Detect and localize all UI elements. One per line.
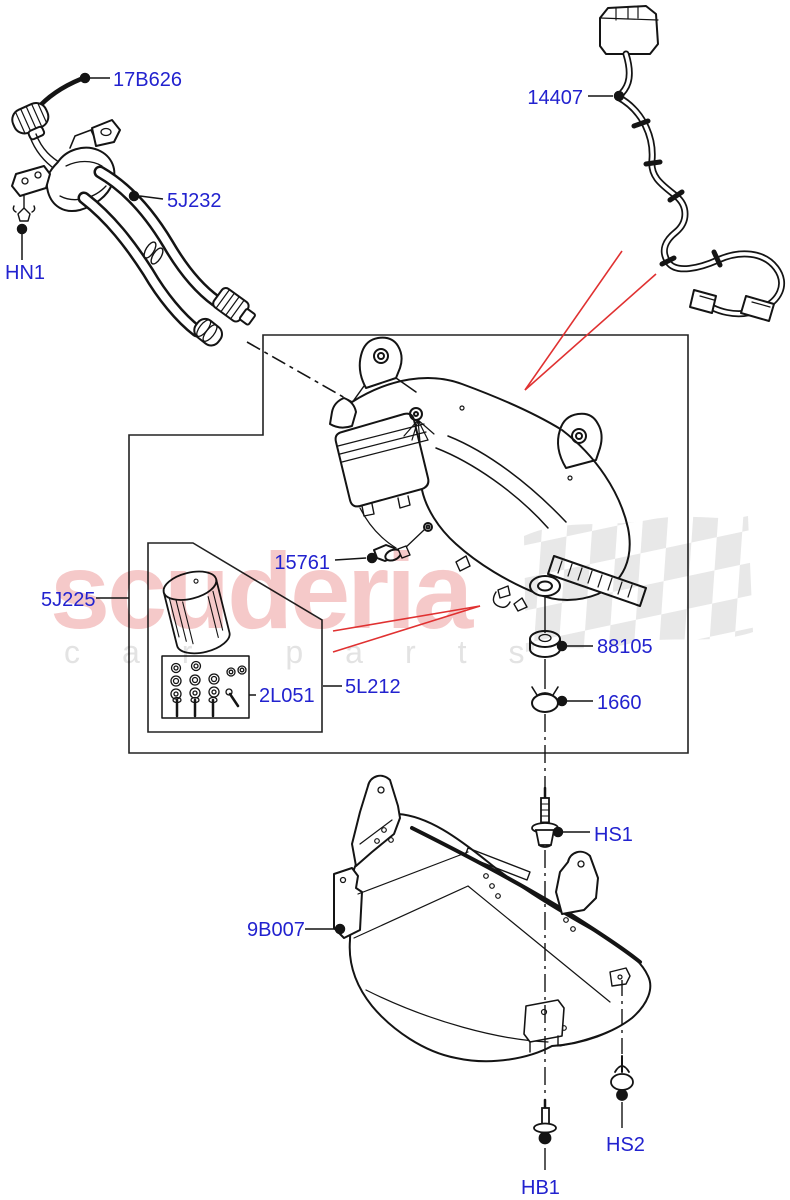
fastener-drawings	[531, 786, 634, 1145]
part-label-hn1[interactable]: HN1	[5, 262, 45, 284]
pump-kit-drawing	[161, 570, 250, 719]
pump-kit-box	[147, 542, 323, 733]
part-label-15761[interactable]: 15761	[274, 552, 330, 574]
filler-pipe-drawing	[11, 76, 256, 347]
part-label-hs1[interactable]: HS1	[594, 824, 633, 846]
wiring-harness-drawing	[599, 5, 785, 322]
part-label-88105[interactable]: 88105	[597, 636, 653, 658]
part-label-5l212[interactable]: 5L212	[345, 676, 401, 698]
part-label-17b626[interactable]: 17B626	[113, 69, 182, 91]
part-callouts: 17B626 5J232 HN1 14407 15761 5J225 88105…	[5, 69, 653, 1199]
skid-plate-drawing	[333, 774, 652, 1063]
part-label-hs2[interactable]: HS2	[606, 1134, 645, 1156]
part-label-9b007[interactable]: 9B007	[247, 919, 305, 941]
red-pointer-lines	[332, 250, 657, 653]
part-label-14407[interactable]: 14407	[527, 87, 583, 109]
part-label-1660[interactable]: 1660	[597, 692, 642, 714]
part-label-5j232[interactable]: 5J232	[167, 190, 222, 212]
tank-assembly-box	[128, 334, 689, 754]
part-label-hb1[interactable]: HB1	[521, 1177, 560, 1199]
leader-lines	[16, 72, 625, 935]
part-label-2l051[interactable]: 2L051	[259, 685, 315, 707]
part-label-5j225[interactable]: 5J225	[41, 589, 96, 611]
